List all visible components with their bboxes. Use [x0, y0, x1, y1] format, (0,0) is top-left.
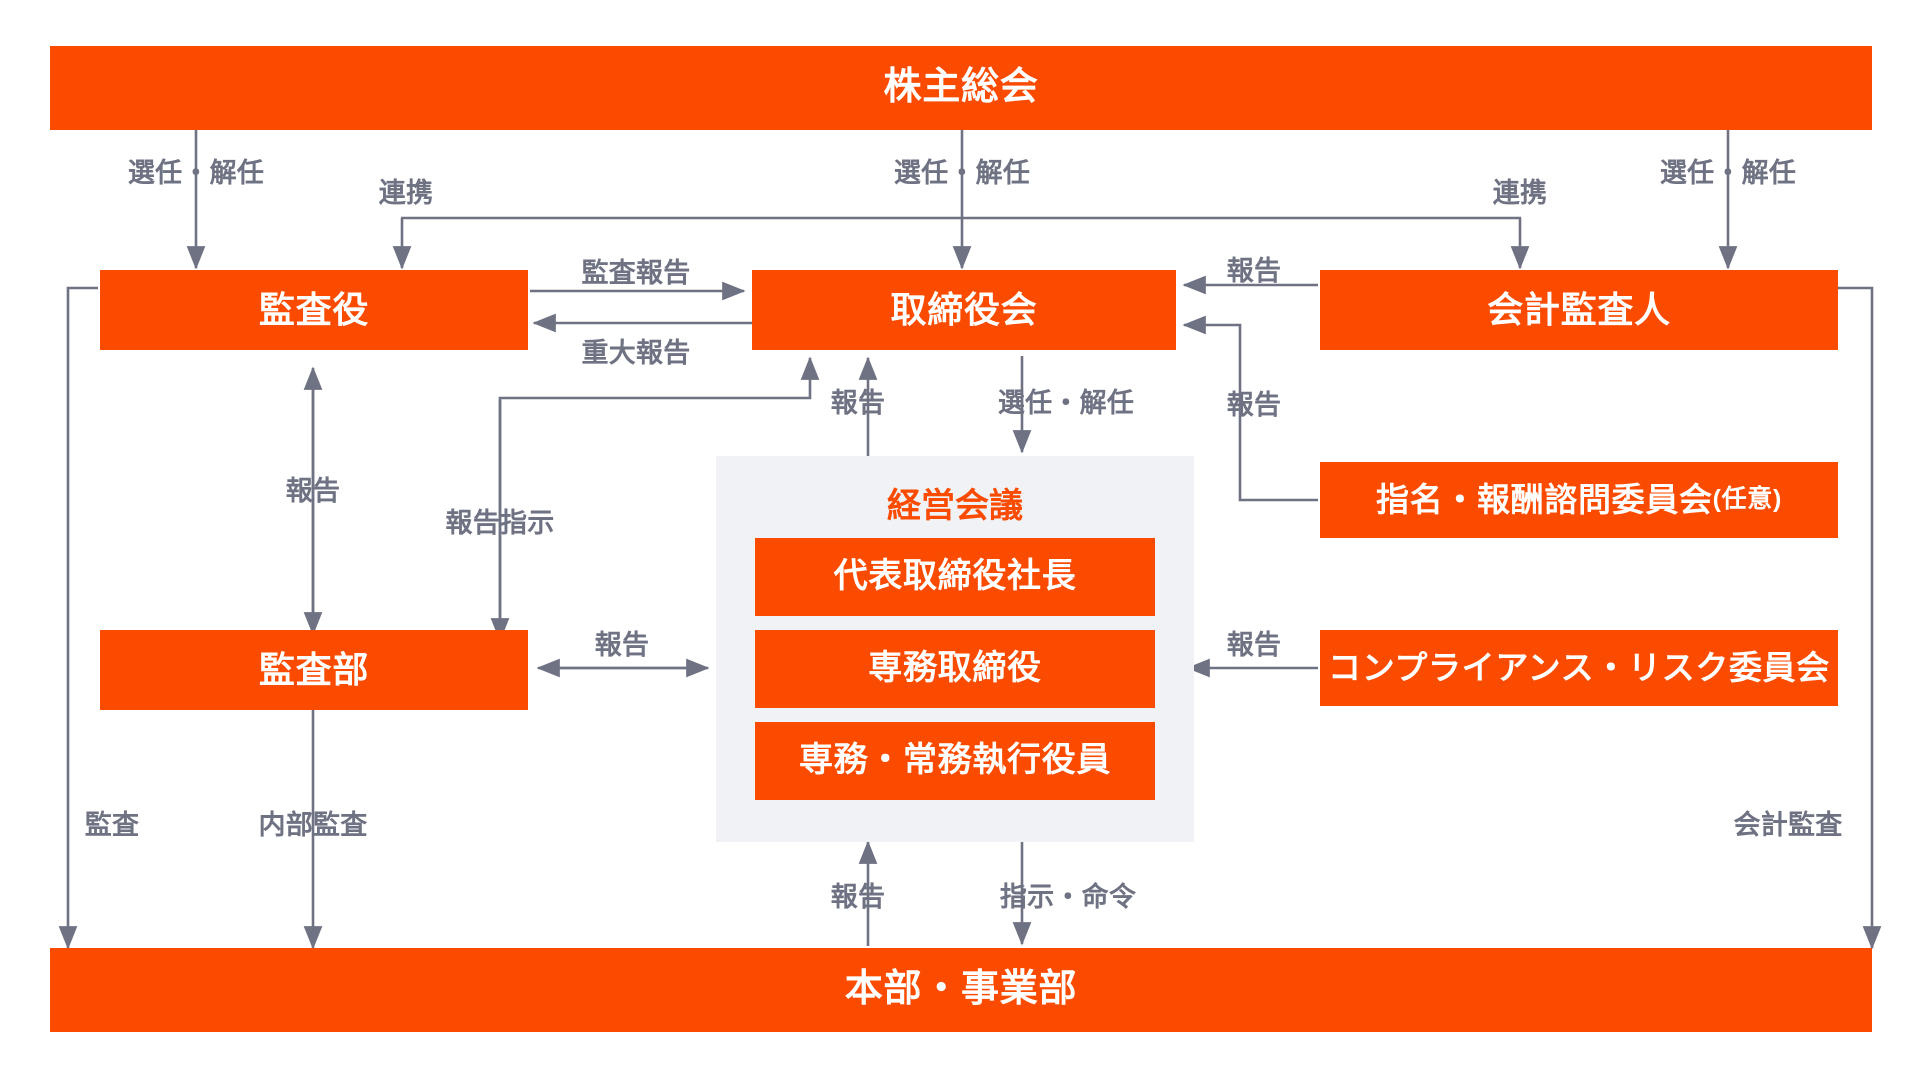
- management-council-member-0[interactable]: 代表取締役社長: [755, 538, 1155, 616]
- edge-label-instruction-order: 指示・命令: [999, 882, 1137, 912]
- edge-label-report-committee-board: 報告: [1226, 390, 1282, 420]
- node-headquarters-divisions-label: 本部・事業部: [844, 968, 1078, 1011]
- node-audit-department[interactable]: 監査部: [100, 630, 528, 710]
- node-headquarters-divisions[interactable]: 本部・事業部: [50, 948, 1872, 1032]
- management-council-title: 経営会議: [887, 487, 1023, 525]
- edge-label-report-dept-council: 報告: [594, 630, 650, 660]
- edge-label-accounting-audit: 会計監査: [1733, 810, 1843, 840]
- edge-label-election-council: 選任・解任: [997, 388, 1135, 418]
- edge-label-report-auditors-dept: 報告: [285, 476, 341, 506]
- management-council-member-2[interactable]: 専務・常務執行役員: [755, 722, 1155, 800]
- edge-label-internal-audit: 内部監査: [258, 810, 368, 840]
- edge-label-report-instruction: 報告指示: [445, 508, 555, 538]
- node-shareholders-meeting[interactable]: 株主総会: [50, 46, 1872, 130]
- management-council-member-0-label: 代表取締役社長: [833, 557, 1077, 596]
- node-nomination-committee-suffix: (任意): [1712, 485, 1782, 514]
- edge-label-report-board-council: 報告: [830, 388, 886, 418]
- edge-label-election-board: 選任・解任: [893, 158, 1031, 188]
- edge-label-audit-bottom: 監査: [84, 810, 140, 840]
- node-board-of-directors[interactable]: 取締役会: [752, 270, 1176, 350]
- node-accounting-auditor-label: 会計監査人: [1487, 289, 1671, 331]
- node-auditors[interactable]: 監査役: [100, 270, 528, 350]
- edge-label-liaison-right: 連携: [1492, 178, 1548, 208]
- management-council-member-2-label: 専務・常務執行役員: [798, 741, 1112, 780]
- edge-label-election-accounting: 選任・解任: [1659, 158, 1797, 188]
- edge-label-report-divisions: 報告: [830, 882, 886, 912]
- node-nomination-committee-label: 指名・報酬諮問委員会: [1376, 480, 1713, 518]
- edge-label-election-auditors: 選任・解任: [127, 158, 265, 188]
- management-council-panel: 経営会議 代表取締役社長 専務取締役 専務・常務執行役員: [716, 456, 1194, 842]
- management-council-member-1[interactable]: 専務取締役: [755, 630, 1155, 708]
- edge-label-material-report: 重大報告: [581, 338, 691, 368]
- edge-label-report-accounting-board: 報告: [1226, 256, 1282, 286]
- management-council-member-1-label: 専務取締役: [868, 649, 1042, 688]
- node-nomination-committee[interactable]: 指名・報酬諮問委員会(任意): [1320, 462, 1838, 538]
- node-audit-department-label: 監査部: [258, 649, 370, 691]
- node-compliance-committee[interactable]: コンプライアンス・リスク委員会: [1320, 630, 1838, 706]
- edge-label-liaison-left: 連携: [378, 178, 434, 208]
- edge-label-report-compliance: 報告: [1226, 630, 1282, 660]
- node-shareholders-meeting-label: 株主総会: [883, 66, 1039, 109]
- node-accounting-auditor[interactable]: 会計監査人: [1320, 270, 1838, 350]
- node-compliance-committee-label: コンプライアンス・リスク委員会: [1328, 648, 1830, 686]
- node-auditors-label: 監査役: [258, 289, 370, 331]
- node-board-of-directors-label: 取締役会: [890, 289, 1038, 331]
- edge-label-audit-report: 監査報告: [581, 258, 691, 288]
